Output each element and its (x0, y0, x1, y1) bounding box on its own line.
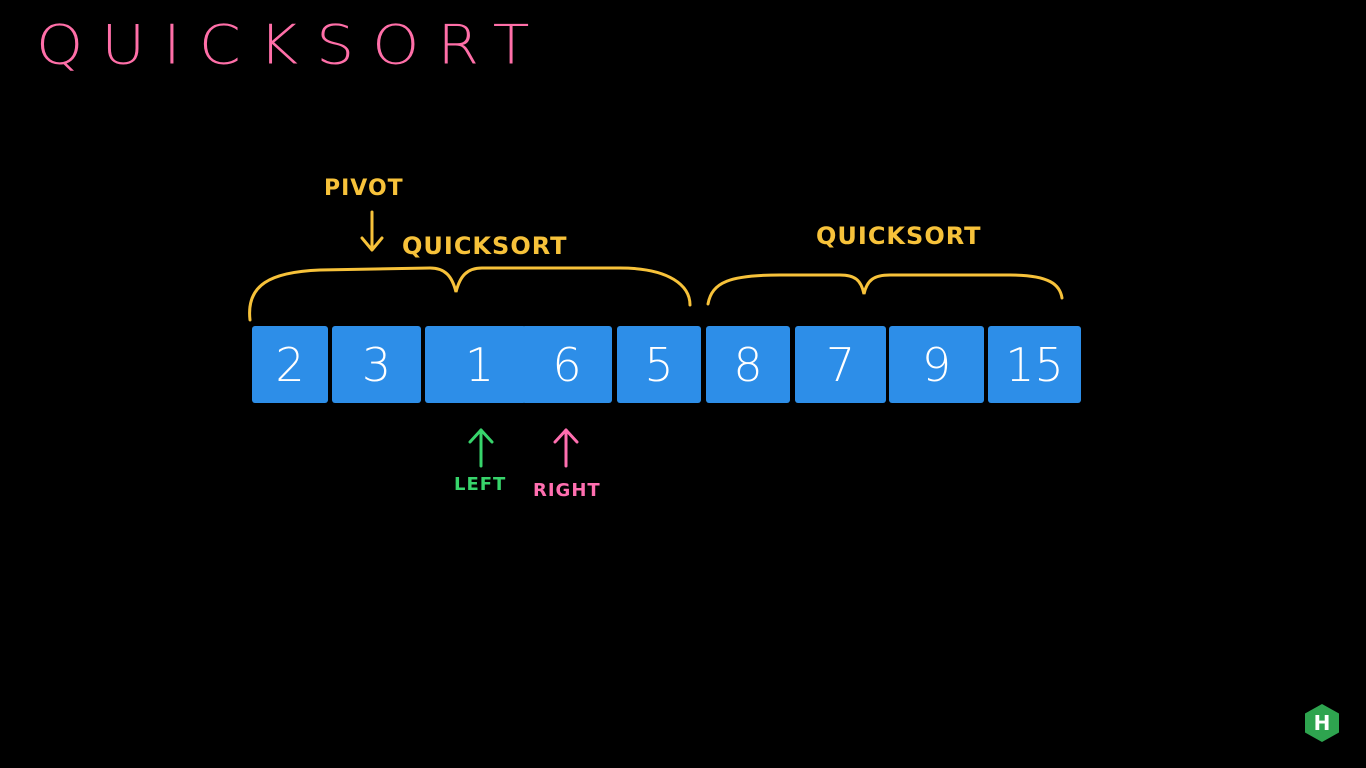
left-arrow-icon (468, 428, 494, 468)
pivot-label: PIVOT (324, 176, 404, 201)
quicksort-right-label: QUICKSORT (816, 222, 982, 250)
array-cell: 8 (706, 326, 790, 403)
array-cell: 5 (617, 326, 701, 403)
array-cell: 15 (988, 326, 1081, 403)
left-pointer-label: LEFT (454, 474, 507, 495)
pivot-arrow-icon (360, 210, 384, 252)
array-cell: 3 (332, 326, 421, 403)
hexagon-h-logo-icon: H (1302, 703, 1342, 743)
quicksort-left-label: QUICKSORT (402, 232, 568, 260)
array-cell: 7 (795, 326, 886, 403)
array-cell: 9 (889, 326, 984, 403)
logo-hexagon (1305, 704, 1339, 742)
right-arrow-icon (553, 428, 579, 468)
page-title: QUICKSORT (36, 14, 548, 77)
array-cell: 6 (522, 326, 612, 403)
logo-hexagon-shape (1305, 704, 1339, 742)
array-cell: 1 (425, 326, 526, 403)
right-pointer-label: RIGHT (533, 480, 601, 501)
array-cell: 2 (252, 326, 328, 403)
logo-letter: H (1313, 711, 1331, 735)
left-quicksort-brace (248, 266, 692, 322)
right-quicksort-brace (706, 273, 1064, 306)
